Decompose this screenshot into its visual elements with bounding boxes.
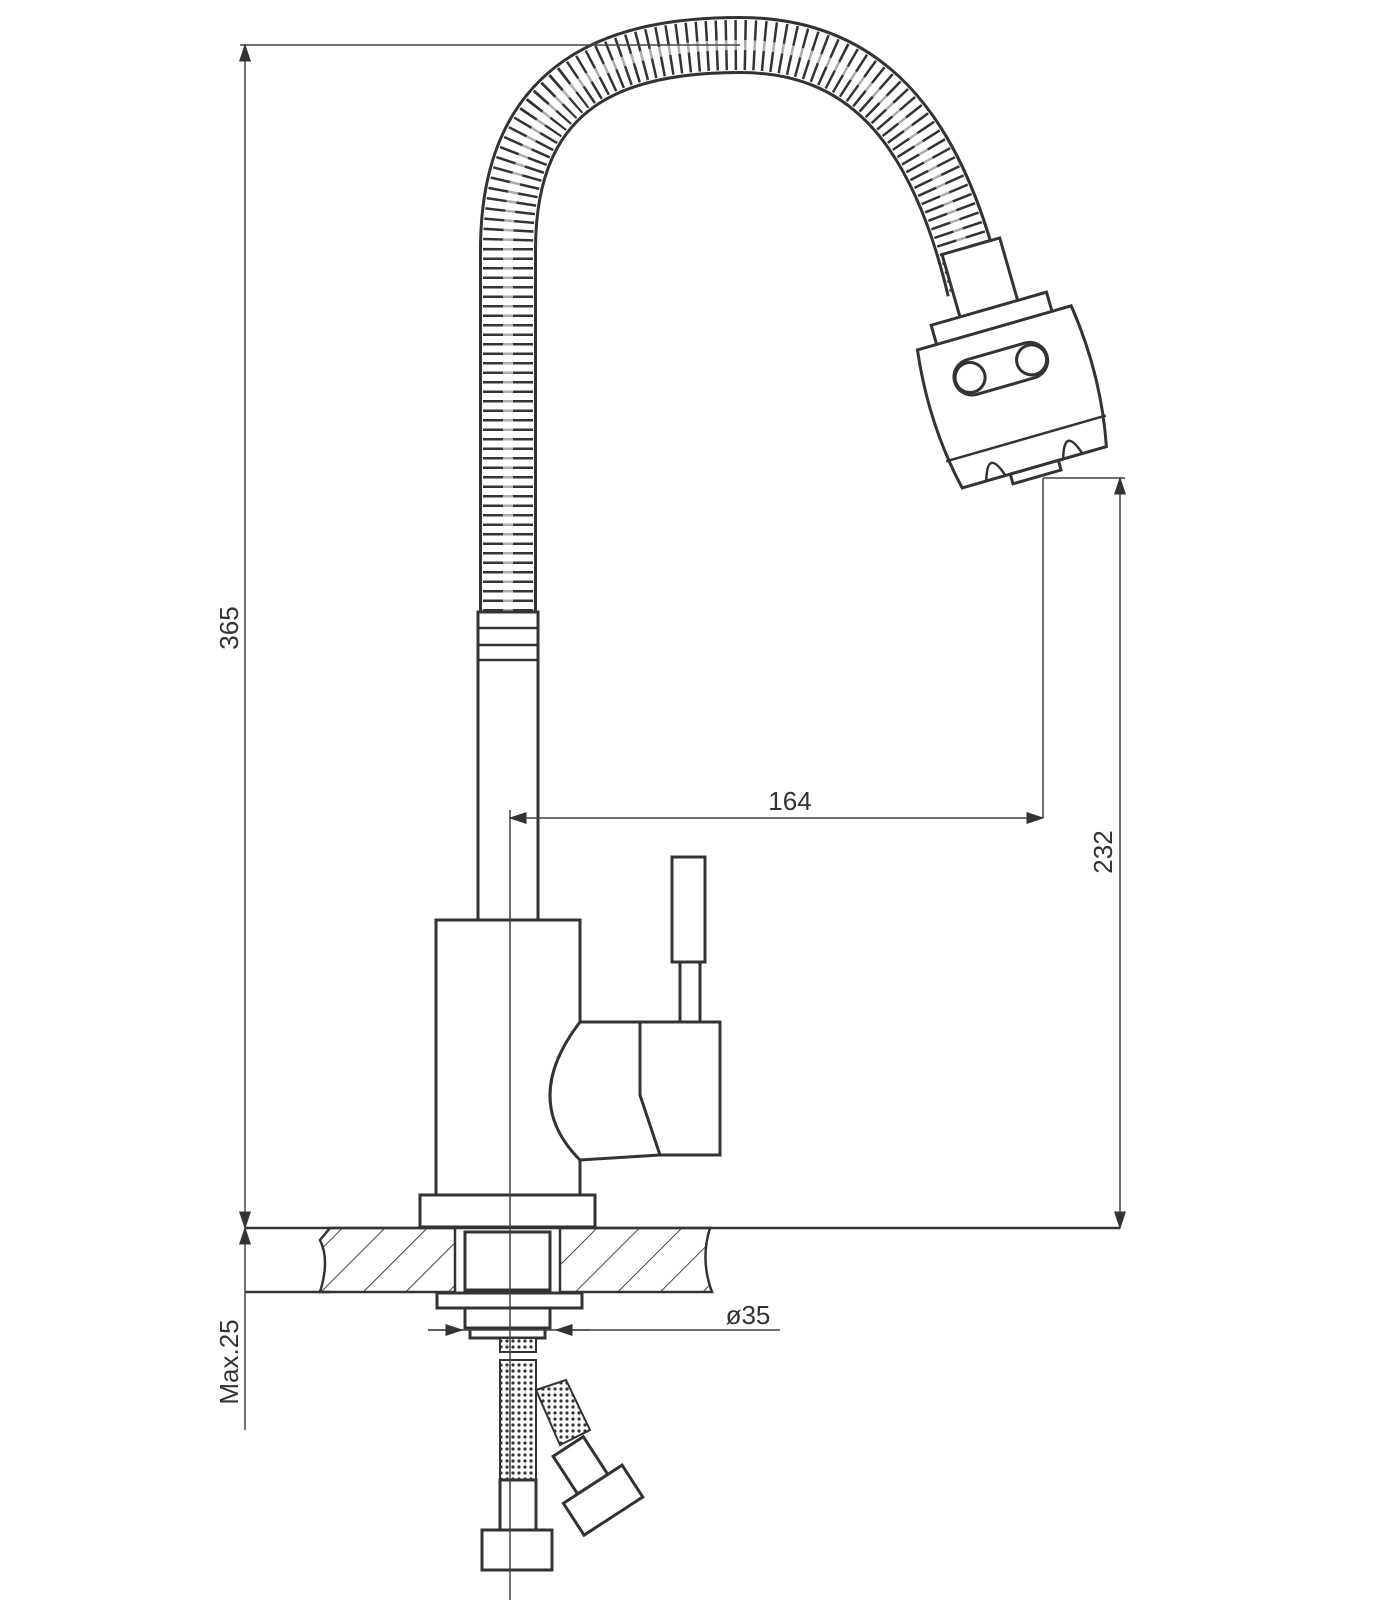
countertop-section: [245, 1226, 1120, 1294]
dimension-label-d35: ø35: [726, 1300, 771, 1330]
dimension-hole-diameter: ø35: [428, 1300, 780, 1336]
flexible-hose: [479, 15, 1004, 640]
faucet-body: [418, 855, 722, 1229]
dimension-max-thickness: Max.25: [214, 1226, 251, 1430]
dimension-spout-height: 232: [1043, 476, 1126, 1230]
dimension-reach: 164: [508, 478, 1045, 824]
dimension-label-164: 164: [768, 786, 811, 816]
mounting-hardware: [435, 1291, 645, 1572]
dimension-label-max25: Max.25: [214, 1319, 244, 1404]
spray-head: [915, 236, 1108, 490]
dimension-label-232: 232: [1088, 830, 1118, 873]
dimension-overall-height: 365: [214, 43, 740, 1230]
dimension-label-365: 365: [214, 606, 244, 649]
spout-tube: [476, 610, 540, 922]
